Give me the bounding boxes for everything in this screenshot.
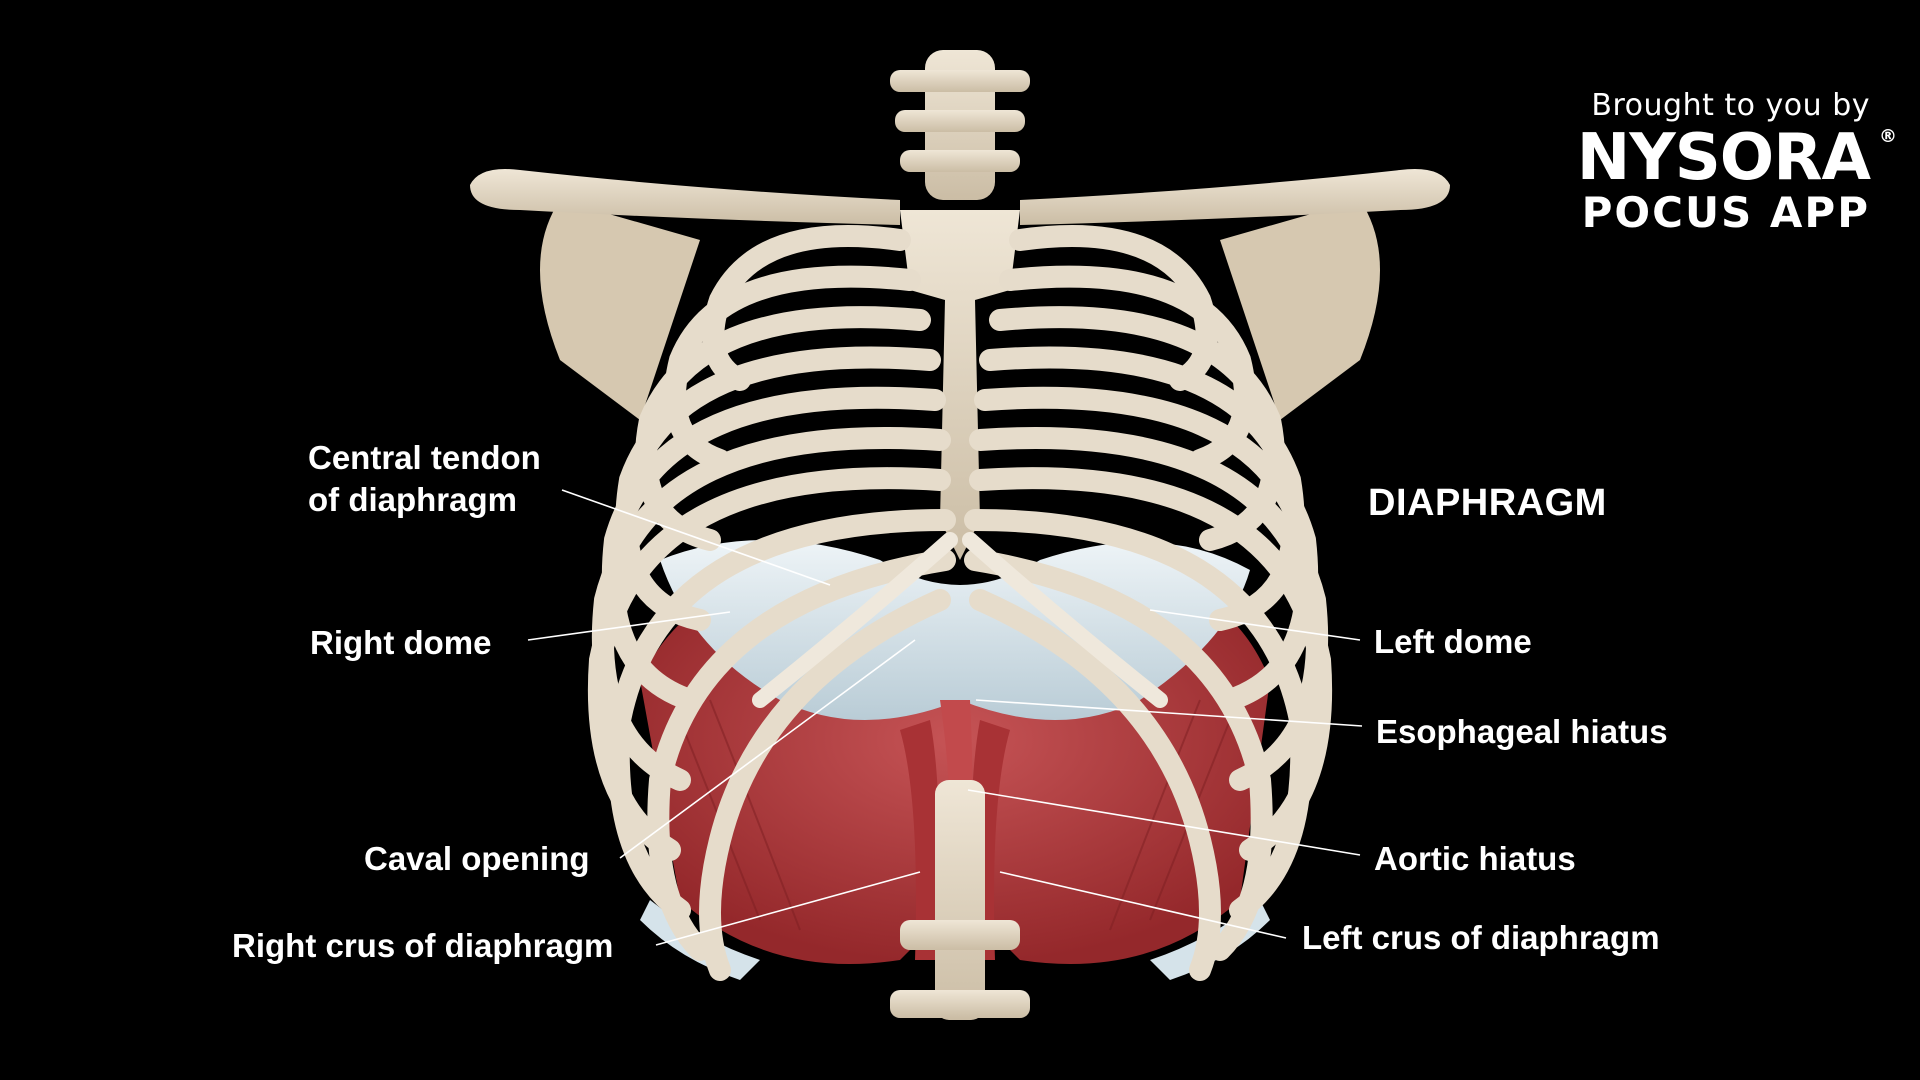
label-left-dome: Left dome [1374, 623, 1532, 660]
label-central-tendon-line2: of diaphragm [308, 481, 518, 518]
scapulae [540, 200, 1380, 420]
lumbar-spine [890, 780, 1030, 1020]
label-aortic-hiatus: Aortic hiatus [1374, 840, 1576, 877]
pointer-caval-opening [619, 639, 916, 859]
pointer-lines [527, 489, 1363, 946]
cervical-spine [890, 50, 1030, 200]
label-right-dome: Right dome [310, 624, 492, 661]
pointer-right-dome [527, 611, 731, 641]
registered-mark: ® [1879, 126, 1897, 147]
pointer-left-dome [1149, 609, 1361, 641]
diagram-title: DIAPHRAGM [1368, 482, 1607, 524]
ribs-left [964, 225, 1333, 981]
costal-margin [752, 532, 1168, 708]
pointer-right-crus [655, 871, 921, 946]
label-caval-opening: Caval opening [364, 840, 590, 877]
pointer-left-crus [999, 871, 1287, 939]
label-central-tendon-line1: Central tendon [308, 439, 541, 476]
pointer-central-tendon [561, 489, 831, 586]
branding-logo-name: NYSORA® [1577, 126, 1897, 190]
label-left-crus: Left crus of diaphragm [1302, 919, 1660, 956]
pointer-aortic-hiatus [967, 789, 1361, 856]
branding-block: Brought to you by NYSORA® POCUS APP [1577, 86, 1897, 237]
branding-name-text: NYSORA [1576, 121, 1871, 195]
ribs-right [587, 225, 956, 981]
pointer-esophageal-hiatus [975, 699, 1363, 727]
branding-subtitle: POCUS APP [1581, 188, 1870, 237]
label-right-crus: Right crus of diaphragm [232, 927, 614, 964]
label-central-tendon: Central tendon of diaphragm [308, 437, 541, 521]
label-esophageal-hiatus: Esophageal hiatus [1376, 713, 1668, 750]
sternum [900, 210, 1020, 560]
clavicles [470, 169, 1450, 225]
branding-tagline: Brought to you by [1591, 88, 1870, 123]
